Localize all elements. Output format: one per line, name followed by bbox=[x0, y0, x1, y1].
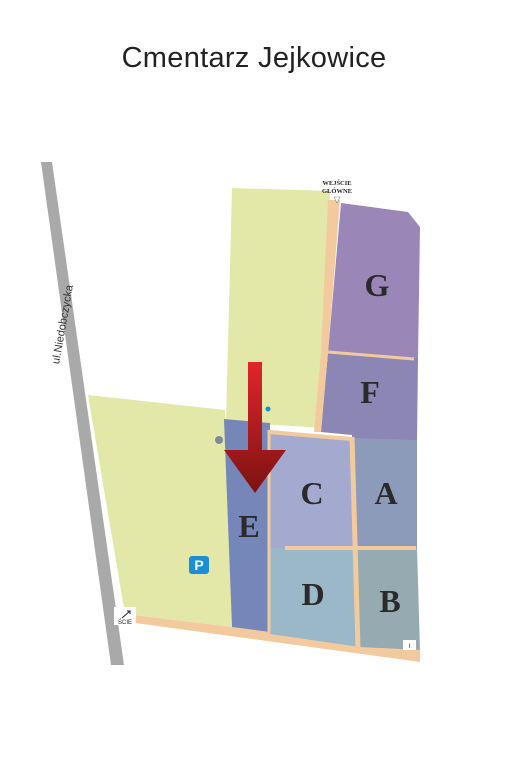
main-entrance-line2: GŁÓWNE bbox=[322, 187, 352, 195]
walkway-middle bbox=[349, 436, 361, 649]
main-walkway bbox=[314, 200, 340, 432]
blue-dot-icon bbox=[265, 406, 271, 412]
section-label-g: G bbox=[365, 267, 390, 303]
side-entrance-arrow-icon bbox=[121, 610, 131, 619]
section-f bbox=[321, 352, 418, 440]
section-g bbox=[328, 203, 420, 358]
page-title: Cmentarz Jejkowice bbox=[121, 42, 387, 74]
section-label-f: F bbox=[360, 374, 380, 410]
bottom-path bbox=[125, 614, 420, 662]
section-label-c: C bbox=[300, 475, 323, 511]
section-label-e: E bbox=[238, 508, 259, 544]
street-road bbox=[41, 162, 124, 665]
grey-dot-icon bbox=[215, 436, 223, 444]
section-label-a: A bbox=[374, 475, 397, 511]
section-c bbox=[270, 430, 356, 548]
main-entrance-line1: WEJŚCIE bbox=[322, 179, 351, 187]
walkway-fg bbox=[327, 350, 415, 361]
down-arrow-icon bbox=[224, 362, 286, 493]
walkway-top-c bbox=[267, 430, 353, 441]
side-entrance-label: ŚCIE bbox=[118, 618, 132, 626]
green-area-top bbox=[226, 188, 330, 428]
section-label-d: D bbox=[301, 576, 324, 612]
corner-mark-label: I bbox=[409, 644, 411, 650]
section-label-b: B bbox=[379, 583, 400, 619]
entrance-marker-icon bbox=[333, 196, 341, 204]
parking-label: P bbox=[194, 557, 203, 573]
section-d bbox=[270, 548, 360, 647]
section-a bbox=[352, 438, 417, 548]
parking-icon bbox=[189, 556, 209, 574]
section-b bbox=[356, 548, 420, 650]
corner-mark-box bbox=[403, 640, 416, 650]
